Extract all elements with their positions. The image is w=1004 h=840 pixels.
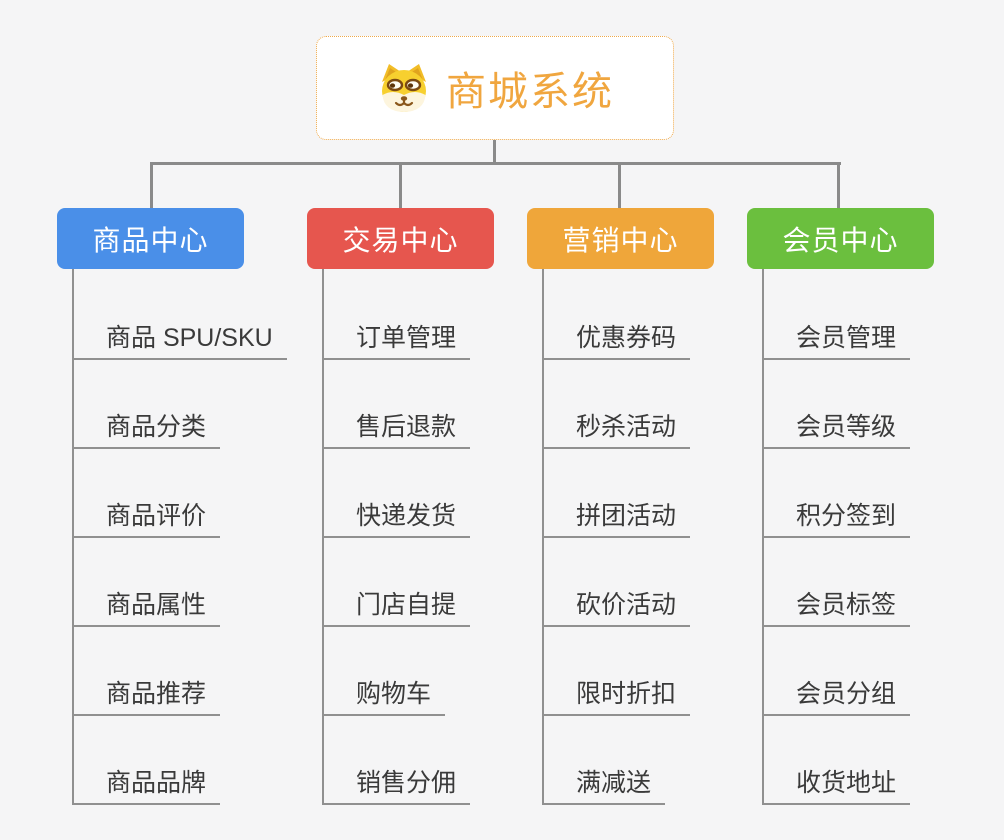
- leaf-node[interactable]: 拼团活动: [542, 496, 691, 538]
- leaf-node[interactable]: 购物车: [322, 674, 446, 716]
- connector-root-stem: [493, 139, 496, 163]
- connector-horizontal-bus: [150, 162, 841, 165]
- leaf-node[interactable]: 商品分类: [72, 407, 221, 449]
- leaf-node[interactable]: 销售分佣: [322, 763, 471, 805]
- leaf-node[interactable]: 优惠券码: [542, 318, 691, 360]
- leaf-node[interactable]: 商品 SPU/SKU: [72, 318, 287, 360]
- branch-marketing-center: 营销中心 优惠券码 秒杀活动 拼团活动 砍价活动 限时折扣 满减送: [527, 208, 777, 818]
- leaf-node[interactable]: 商品推荐: [72, 674, 221, 716]
- connector-drop-goods: [150, 162, 153, 208]
- branch-node-marketing-center[interactable]: 营销中心: [527, 208, 714, 269]
- branch-node-goods-center[interactable]: 商品中心: [57, 208, 244, 269]
- leaf-node[interactable]: 收货地址: [762, 763, 911, 805]
- leaf-node[interactable]: 商品属性: [72, 585, 221, 627]
- leaf-node[interactable]: 订单管理: [322, 318, 471, 360]
- branch-member-center: 会员中心 会员管理 会员等级 积分签到 会员标签 会员分组 收货地址: [747, 208, 997, 818]
- leaf-node[interactable]: 门店自提: [322, 585, 471, 627]
- root-title: 商城系统: [446, 70, 614, 114]
- connector-drop-trade: [399, 162, 402, 208]
- leaf-node[interactable]: 秒杀活动: [542, 407, 691, 449]
- branch-node-member-center[interactable]: 会员中心: [747, 208, 934, 269]
- branch-goods-center: 商品中心 商品 SPU/SKU 商品分类 商品评价 商品属性 商品推荐 商品品牌: [57, 208, 307, 818]
- leaf-node[interactable]: 会员分组: [762, 674, 911, 716]
- leaf-node[interactable]: 售后退款: [322, 407, 471, 449]
- leaf-node[interactable]: 积分签到: [762, 496, 911, 538]
- connector-drop-member: [837, 162, 840, 208]
- branch-node-trade-center[interactable]: 交易中心: [307, 208, 494, 269]
- shiba-dog-icon: [382, 64, 426, 112]
- branch-trade-center: 交易中心 订单管理 售后退款 快递发货 门店自提 购物车 销售分佣: [307, 208, 557, 818]
- leaf-node[interactable]: 限时折扣: [542, 674, 691, 716]
- leaf-node[interactable]: 商品品牌: [72, 763, 221, 805]
- leaf-node[interactable]: 快递发货: [322, 496, 471, 538]
- leaf-node[interactable]: 商品评价: [72, 496, 221, 538]
- leaf-node[interactable]: 砍价活动: [542, 585, 691, 627]
- leaf-node[interactable]: 满减送: [542, 763, 666, 805]
- leaf-node[interactable]: 会员等级: [762, 407, 911, 449]
- root-node-mall-system[interactable]: 商城系统: [316, 36, 674, 140]
- leaf-node[interactable]: 会员管理: [762, 318, 911, 360]
- connector-drop-marketing: [618, 162, 621, 208]
- leaf-node[interactable]: 会员标签: [762, 585, 911, 627]
